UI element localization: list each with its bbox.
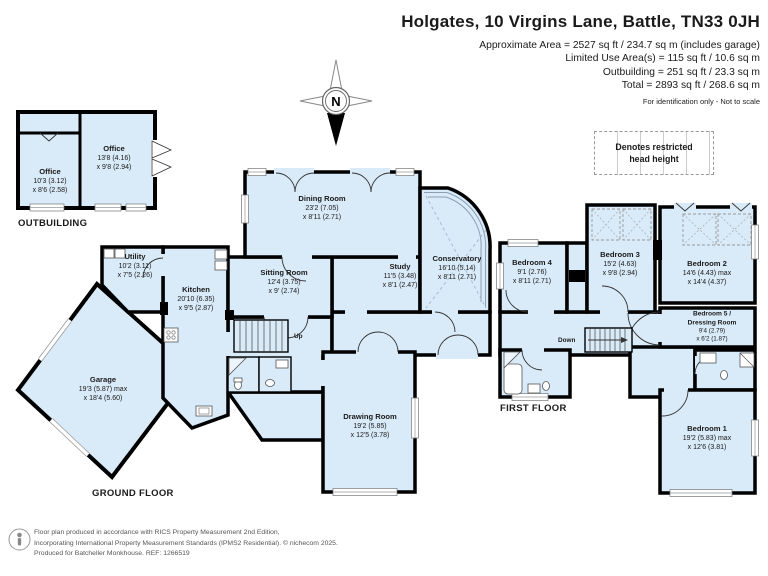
- room-label-utility: Utility 10'2 (3.11) x 7'5 (2.26): [117, 251, 153, 279]
- area-line-limited-use: Limited Use Area(s) = 115 sq ft / 10.6 s…: [565, 53, 760, 65]
- area-line-total: Total = 2893 sq ft / 268.6 sq m: [621, 80, 760, 92]
- footer-disclaimer: Floor plan produced in accordance with R…: [34, 528, 338, 560]
- area-line-outbuilding: Outbuilding = 251 sq ft / 23.3 sq m: [602, 66, 760, 78]
- stairs-up-label: Up: [294, 333, 303, 340]
- legend-line-2: head height: [629, 154, 679, 164]
- page-title: Holgates, 10 Virgins Lane, Battle, TN33 …: [401, 12, 760, 31]
- compass-north-letter: N: [331, 94, 340, 109]
- room-label-bedroom-3: Bedroom 3 15'2 (4.63) x 9'8 (2.94): [600, 249, 640, 277]
- room-label-bedroom-2: Bedroom 2 14'6 (4.43) max x 14'4 (4.37): [682, 258, 732, 286]
- footer-line-1: Floor plan produced in accordance with R…: [34, 529, 280, 536]
- ground-floor-label: GROUND FLOOR: [92, 488, 174, 499]
- area-line-approximate: Approximate Area = 2527 sq ft / 234.7 sq…: [479, 40, 760, 51]
- legend-line-1: Denotes restricted: [615, 141, 693, 152]
- room-label-garage: Garage 19'3 (5.87) max x 18'4 (5.60): [78, 374, 128, 402]
- stairs-down-label: Down: [558, 337, 576, 344]
- nichecom-person-icon: [8, 528, 31, 551]
- outbuilding-label: OUTBUILDING: [18, 218, 88, 229]
- room-label-sitting-room: Sitting Room 12'4 (3.75) x 9' (2.74): [260, 267, 308, 295]
- room-label-dining-room: Dining Room 23'2 (7.05) x 8'11 (2.71): [298, 193, 346, 221]
- first-floor-label: FIRST FLOOR: [500, 403, 567, 414]
- room-label-conservatory: Conservatory 16'10 (5.14) x 8'11 (2.71): [432, 253, 482, 281]
- room-label-bedroom-4: Bedroom 4 9'1 (2.76) x 8'11 (2.71): [512, 257, 552, 285]
- compass-icon: N: [299, 59, 373, 146]
- room-label-kitchen: Kitchen 20'10 (6.35) x 9'5 (2.87): [177, 284, 215, 312]
- ground-floor-plan: [15, 168, 492, 496]
- stairs-down: [584, 327, 633, 353]
- header: Holgates, 10 Virgins Lane, Battle, TN33 …: [401, 12, 760, 106]
- identification-note: For identification only - Not to scale: [642, 96, 760, 106]
- restricted-head-height-legend: Denotes restricted head height: [594, 131, 714, 175]
- stairs-up: [233, 319, 289, 353]
- footer-line-3: Produced for Batcheller Monkhouse. REF: …: [34, 550, 190, 558]
- room-label-study: Study 11'5 (3.48) x 8'1 (2.47): [382, 261, 418, 289]
- first-floor-plan: [496, 202, 759, 497]
- room-label-office-1: Office 10'3 (3.12) x 8'6 (2.58): [32, 166, 68, 194]
- room-label-bedroom-5-dressing: Bedroom 5 / Dressing Room 9'4 (2.79) x 6…: [687, 310, 737, 343]
- room-label-drawing-room: Drawing Room 19'2 (5.85) x 12'5 (3.78): [343, 411, 397, 439]
- room-label-bedroom-1: Bedroom 1 19'2 (5.83) max x 12'6 (3.81): [682, 423, 732, 451]
- outbuilding-plan: [16, 110, 172, 212]
- footer-line-2: Incorporating International Property Mea…: [34, 539, 338, 547]
- room-label-office-2: Office 13'8 (4.16) x 9'8 (2.94): [96, 143, 132, 171]
